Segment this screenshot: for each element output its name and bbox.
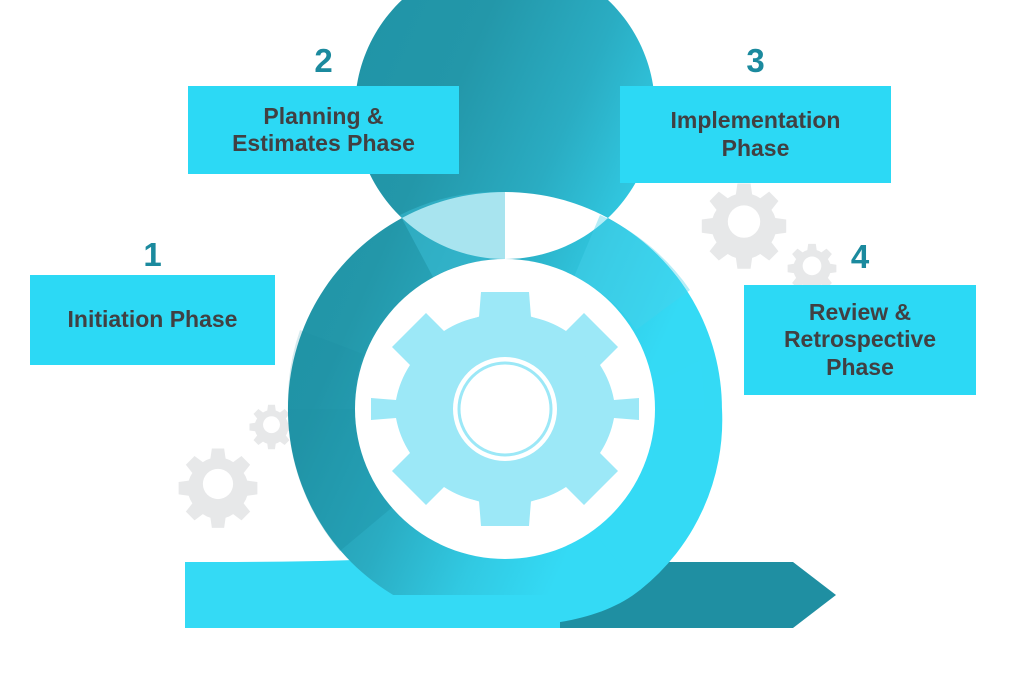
spiral-overlap — [600, 409, 723, 590]
phase-4-number: 4 — [850, 238, 870, 275]
phase-1-box[interactable]: Initiation Phase — [30, 275, 275, 365]
phase-3-number: 3 — [746, 42, 765, 79]
phase-1-number: 1 — [143, 236, 162, 273]
phase-1[interactable]: 1 Initiation Phase — [30, 238, 275, 365]
gear-icon — [371, 292, 639, 526]
phase-2-number: 2 — [314, 42, 333, 79]
phase-4-label: Review & Retrospective Phase — [783, 299, 937, 380]
phase-4[interactable]: 4 Review & Retrospective Phase — [744, 240, 976, 395]
phase-3-label: Implementation Phase — [670, 107, 841, 161]
gear-hole-inner — [462, 366, 548, 452]
phase-3[interactable]: 3 Implementation Phase — [620, 44, 891, 183]
gear-hole-ring — [457, 361, 553, 457]
phase-4-box[interactable]: Review & Retrospective Phase — [744, 285, 976, 395]
phase-2[interactable]: 2 Planning & Estimates Phase — [188, 44, 459, 174]
phase-1-label: Initiation Phase — [67, 306, 238, 333]
phase-3-box[interactable]: Implementation Phase — [620, 86, 891, 183]
phase-2-box[interactable]: Planning & Estimates Phase — [188, 86, 459, 174]
phase-2-label: Planning & Estimates Phase — [232, 102, 415, 156]
gear-decor-left-large-icon — [178, 448, 258, 528]
gear-decor-left-small-icon — [249, 404, 294, 450]
